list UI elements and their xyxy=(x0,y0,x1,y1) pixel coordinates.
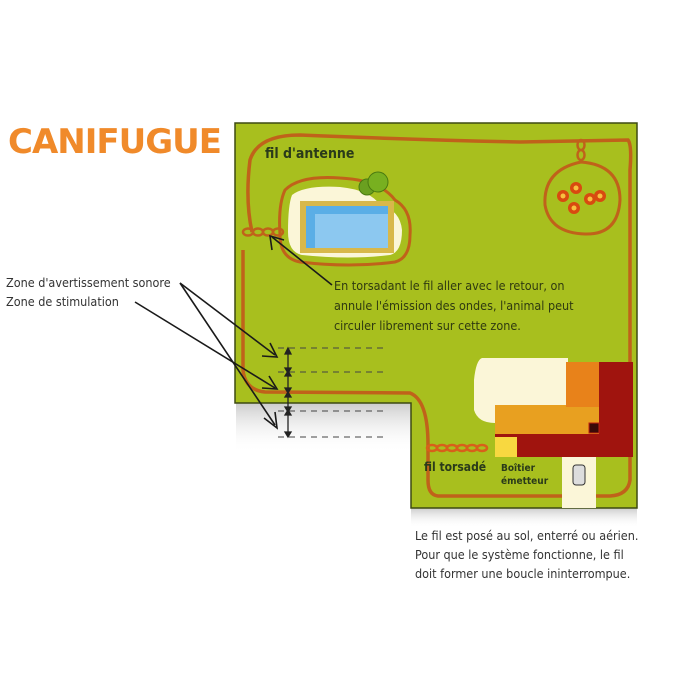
house xyxy=(474,358,633,508)
twisted-wire-house xyxy=(425,443,489,453)
zone-dimension-arrows xyxy=(283,346,293,439)
twist-note-line: annule l'émission des ondes, l'animal pe… xyxy=(334,298,574,313)
wire-note-line: doit former une boucle ininterrompue. xyxy=(415,566,631,581)
canifugue-logo: CANIFUGUE xyxy=(8,122,222,162)
bush-icon xyxy=(367,171,389,193)
twist-note-line: En torsadant le fil aller avec le retour… xyxy=(334,278,565,293)
transmitter-box xyxy=(495,437,517,457)
twisted-wire-label: fil torsadé xyxy=(424,460,487,474)
pool-area xyxy=(278,171,412,267)
warning-zone-label: Zone d'avertissement sonore xyxy=(6,275,171,290)
wire-note-line: Le fil est posé au sol, enterré ou aérie… xyxy=(415,528,639,543)
zone-boundaries xyxy=(278,347,385,438)
drop-shadow xyxy=(411,508,637,528)
twist-note-line: circuler librement sur cette zone. xyxy=(334,318,521,333)
box-label-line: émetteur xyxy=(501,476,549,487)
transmitter-box-label: Boîtier émetteur xyxy=(501,462,548,488)
car-icon xyxy=(572,464,586,486)
wire-installation-note: Le fil est posé au sol, enterré ou aérie… xyxy=(415,526,675,583)
antenna-wire xyxy=(241,133,633,498)
flower-bed xyxy=(543,138,622,236)
stimulation-zone-label: Zone de stimulation xyxy=(6,294,119,309)
pointer-arrows xyxy=(134,234,333,430)
wire-note-line: Pour que le système fonctionne, le fil xyxy=(415,547,624,562)
antenna-wire-label: fil d'antenne xyxy=(265,146,355,162)
box-label-line: Boîtier xyxy=(501,463,536,474)
twisted-wire-pool xyxy=(241,227,285,237)
twisted-wire-note: En torsadant le fil aller avec le retour… xyxy=(334,276,654,336)
